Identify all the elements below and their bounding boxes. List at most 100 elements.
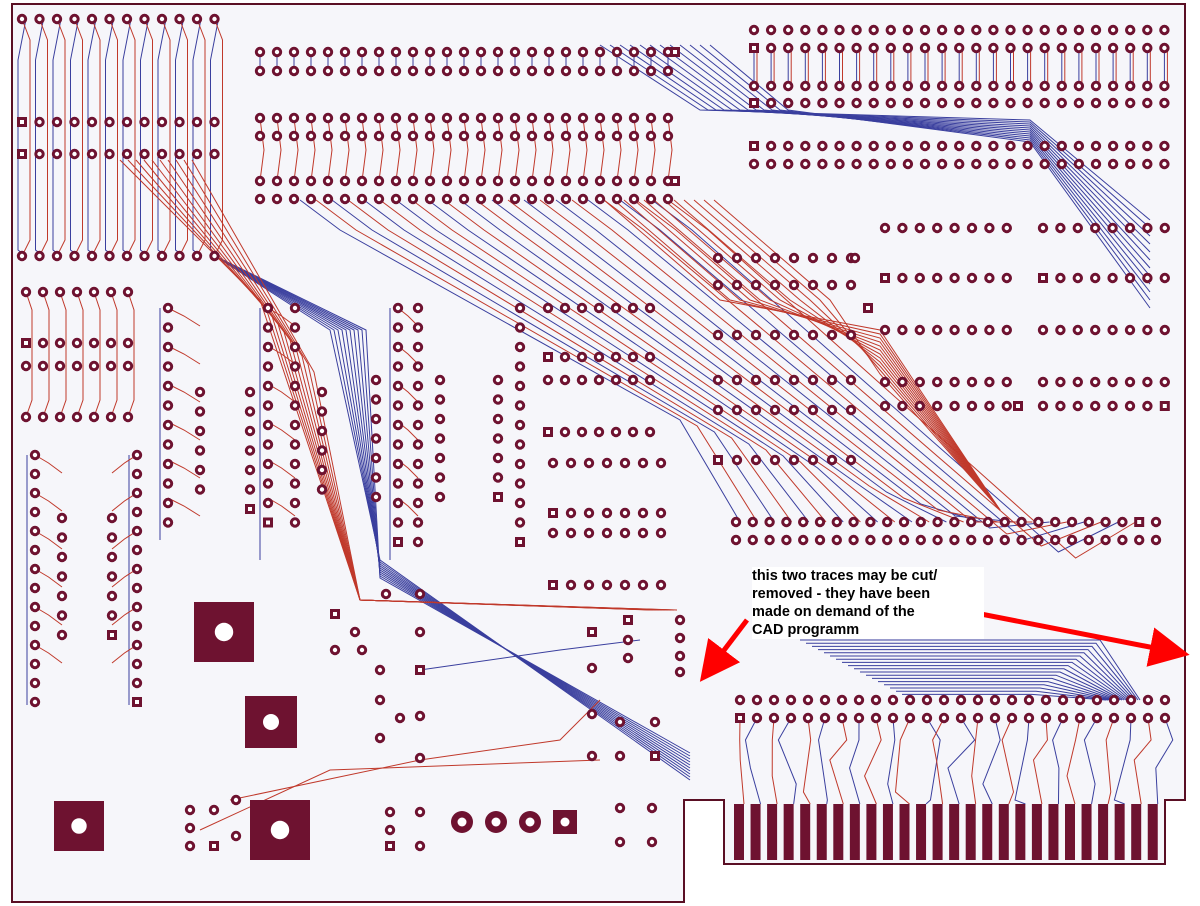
pad-hole (376, 68, 382, 74)
pad-hole (952, 379, 957, 385)
pad-hole (1041, 276, 1045, 280)
pad-hole (1036, 519, 1041, 525)
pad-hole (257, 115, 263, 121)
top-trace (34, 644, 63, 664)
pad-hole (308, 49, 314, 55)
pad-hole (597, 115, 603, 121)
pad-hole (1059, 161, 1065, 167)
pad-hole (292, 500, 298, 506)
pad-hole (1076, 83, 1082, 89)
pad-hole (319, 448, 325, 453)
pad-hole (562, 429, 568, 435)
pad-hole (59, 613, 65, 618)
top-trace (1032, 717, 1048, 805)
pad-hole (444, 178, 450, 184)
pad-hole (512, 133, 518, 139)
pad-hole (1094, 697, 1100, 703)
pad-hole (1086, 537, 1092, 543)
pad-hole (342, 68, 348, 74)
top-trace (507, 199, 964, 523)
pad-hole (332, 647, 338, 653)
bottom-trace (878, 681, 1115, 701)
pad-hole (1025, 27, 1030, 33)
bottom-trace (1052, 717, 1064, 805)
pad-hole (359, 133, 365, 139)
pad-hole (882, 379, 888, 385)
pad-hole (308, 133, 314, 139)
pad-hole (410, 178, 416, 184)
pad-hole (791, 457, 797, 463)
pad-hole (640, 510, 646, 516)
pad-hole (1042, 45, 1047, 51)
pad-hole (142, 151, 147, 157)
pad-hole (786, 45, 791, 51)
pad-hole (211, 807, 217, 813)
pad-hole (1009, 697, 1015, 703)
pad-hole (274, 49, 280, 55)
pad-hole (788, 715, 794, 721)
pad-hole (1093, 100, 1099, 106)
pad-hole (359, 178, 365, 184)
pad-hole (1145, 143, 1150, 149)
pad-hole (415, 481, 421, 486)
pad-hole (59, 632, 65, 638)
pad-hole (917, 403, 922, 409)
bottom-trace (836, 658, 1129, 701)
pad-hole (562, 305, 568, 311)
pad-hole (596, 354, 602, 360)
pad-hole (969, 275, 975, 281)
pad-hole (579, 305, 585, 311)
pad-hole (546, 68, 552, 74)
pad-hole (579, 354, 585, 360)
edge-connector-finger (1065, 804, 1075, 860)
pad-hole (32, 604, 38, 610)
pad-hole (871, 100, 876, 106)
pad-hole (939, 143, 945, 149)
pad-hole (59, 593, 65, 599)
pad-hole (292, 364, 298, 369)
pad-hole (233, 833, 239, 839)
pad-hole (803, 161, 808, 167)
top-trace (802, 717, 812, 805)
pad-hole (589, 665, 595, 671)
pad-hole (810, 255, 816, 261)
pad-hole (1075, 225, 1081, 231)
pad-hole (868, 519, 873, 525)
pad-hole (987, 379, 992, 385)
pad-hole (568, 582, 574, 588)
pad-hole (647, 354, 653, 360)
pad-hole (1076, 45, 1082, 51)
top-trace (42, 291, 50, 418)
pad-hole (1025, 143, 1030, 149)
top-trace (179, 18, 188, 257)
pad-hole (810, 457, 816, 463)
bottom-trace (777, 717, 797, 805)
pad-hole (395, 364, 401, 369)
pad-hole (580, 133, 586, 139)
pad-hole (291, 133, 297, 139)
top-trace (395, 117, 401, 182)
pad-hole (750, 519, 755, 525)
pad-hole (74, 340, 80, 346)
pad-hole (32, 585, 38, 591)
pad-hole (517, 403, 523, 408)
top-trace (603, 199, 1067, 535)
top-trace (167, 345, 201, 365)
top-trace (971, 717, 979, 805)
pad-hole (1162, 275, 1168, 281)
pad-hole (444, 115, 450, 121)
bottom-trace (427, 199, 878, 523)
pad-hole (395, 500, 401, 506)
top-trace (539, 199, 999, 523)
pad-hole (89, 151, 95, 157)
pad-hole (1162, 161, 1167, 167)
pad-hole (1110, 225, 1115, 231)
pad-hole (871, 27, 876, 33)
pad-hole (291, 115, 297, 121)
pad-hole (54, 151, 60, 157)
pad-hole (37, 151, 42, 157)
pad-hole (165, 481, 171, 486)
pad-hole (905, 83, 911, 89)
pad-hole (1162, 379, 1168, 385)
pad-hole (57, 340, 63, 346)
